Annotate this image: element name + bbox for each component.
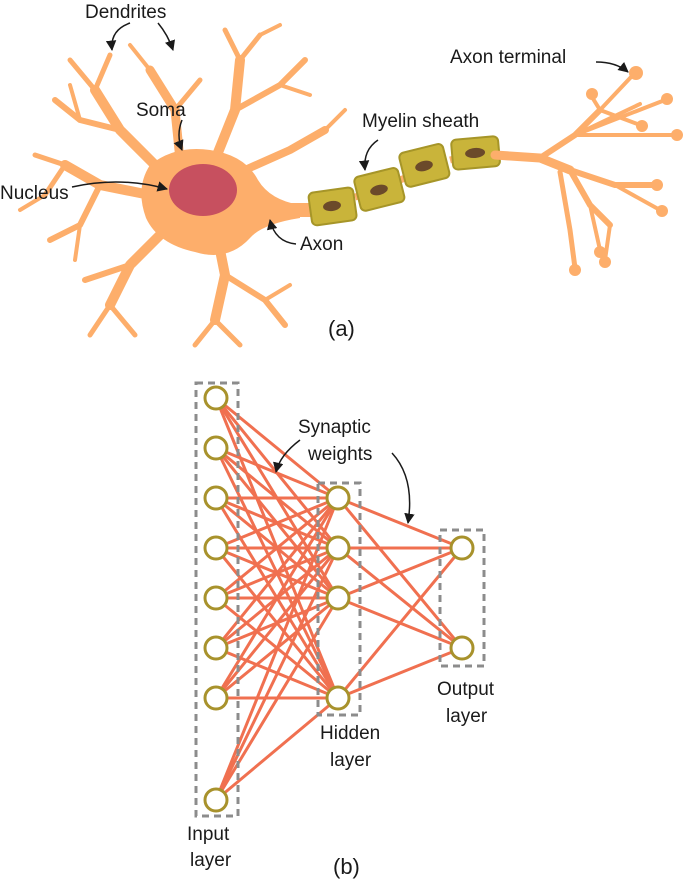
- input-layer-box: [194, 381, 240, 818]
- axon-label: Axon: [300, 234, 343, 255]
- output-layer-label-line1: Output: [437, 679, 495, 700]
- nucleus-label: Nucleus: [0, 183, 69, 204]
- hidden-layer-label-line2: layer: [330, 750, 372, 771]
- synaptic-weights-arrows: [273, 439, 415, 525]
- soma-label: Soma: [136, 100, 186, 121]
- hidden-node-3: [325, 585, 351, 611]
- synapse-hidden-2-to-output-2: [337, 546, 463, 650]
- synapse-input-4-to-hidden-1: [215, 496, 339, 550]
- synapse-input-8-to-hidden-1: [214, 497, 340, 801]
- synapse-input-1-to-hidden-1: [215, 396, 339, 500]
- input-node-2: [203, 435, 229, 461]
- axon-terminal-bulbs: [569, 66, 683, 276]
- input-node-3: [203, 485, 229, 511]
- synaptic-weights-label-line1: Synaptic: [298, 417, 371, 438]
- input-node-1: [203, 385, 229, 411]
- input-node-7: [203, 685, 229, 711]
- neuron-illustration: Dendrites Soma Nucleus Axon Myelin sheat…: [0, 2, 683, 348]
- hidden-layer-box: [316, 481, 362, 717]
- dendrites-label: Dendrites: [85, 2, 166, 23]
- hidden-layer-label-line1: Hidden: [320, 723, 380, 744]
- myelin-sheath-label: Myelin sheath: [362, 111, 479, 132]
- synapse-hidden-4-to-output-1: [336, 547, 464, 699]
- myelin-sheath: [307, 135, 501, 227]
- hidden-node-2: [325, 535, 351, 561]
- synapse-hidden-1-to-output-1: [337, 496, 463, 550]
- caption-b: (b): [333, 854, 360, 879]
- axon-terminal-label: Axon terminal: [450, 47, 566, 68]
- neuron-annotation-arrows: [71, 22, 629, 245]
- neural-network-diagram: Synaptic weights Input layer Hidden laye…: [187, 381, 495, 879]
- synapse-input-8-to-hidden-2: [214, 547, 340, 801]
- synapse-input-8-to-hidden-4: [215, 696, 339, 802]
- output-layer-label-line2: layer: [446, 706, 488, 727]
- input-layer-label-line1: Input: [187, 824, 230, 845]
- caption-a: (a): [328, 316, 355, 341]
- output-layer-box: [438, 528, 486, 668]
- nucleus: [169, 164, 237, 216]
- input-node-5: [203, 585, 229, 611]
- synapse-input-7-to-hidden-1: [214, 497, 340, 699]
- output-node-1: [449, 535, 475, 561]
- input-node-4: [203, 535, 229, 561]
- axon: [290, 203, 315, 217]
- nodes: [203, 385, 475, 813]
- axon-terminal-branches: [490, 74, 677, 271]
- synaptic-weights-label-line2: weights: [307, 444, 372, 465]
- synapse-hidden-3-to-output-1: [337, 546, 463, 600]
- input-node-8: [203, 787, 229, 813]
- hidden-node-1: [325, 485, 351, 511]
- input-layer-label-line2: layer: [190, 850, 232, 871]
- hidden-node-4: [325, 685, 351, 711]
- output-node-2: [449, 635, 475, 661]
- input-node-6: [203, 635, 229, 661]
